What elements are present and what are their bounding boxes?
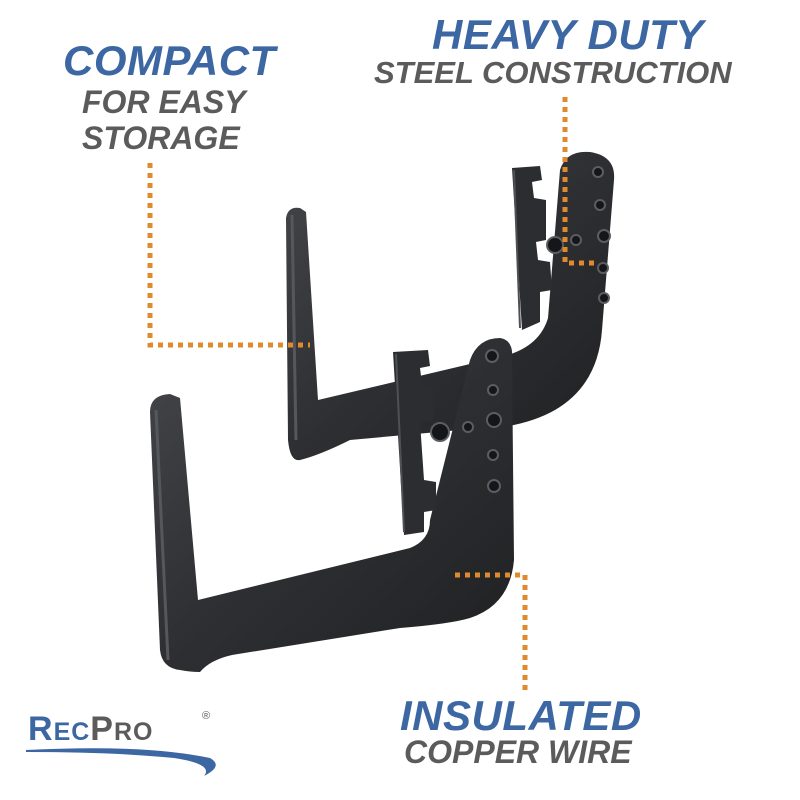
heavy-duty-subline: STEEL CONSTRUCTION <box>374 55 732 90</box>
compact-subline-2: STORAGE <box>82 120 240 156</box>
insulated-headline: INSULATED <box>400 692 642 739</box>
recpro-logo: RECPRO ® <box>24 708 224 778</box>
logo-rec-initial: R <box>28 710 54 748</box>
registered-mark: ® <box>202 710 211 722</box>
logo-pro-rest: RO <box>113 718 154 746</box>
callout-line-insulated <box>455 572 528 690</box>
back-bracket <box>286 151 615 461</box>
logo-wordmark: RECPRO <box>28 712 153 746</box>
logo-swoosh-icon <box>26 748 216 776</box>
front-bracket <box>150 338 514 672</box>
logo-rec-rest: EC <box>53 718 91 746</box>
heavy-duty-headline: HEAVY DUTY <box>432 11 704 58</box>
insulated-subline: COPPER WIRE <box>404 734 632 770</box>
logo-pro-initial: P <box>90 710 114 748</box>
compact-headline: COMPACT <box>63 37 276 84</box>
callout-line-compact <box>147 163 310 348</box>
compact-subline-1: FOR EASY <box>82 84 246 120</box>
